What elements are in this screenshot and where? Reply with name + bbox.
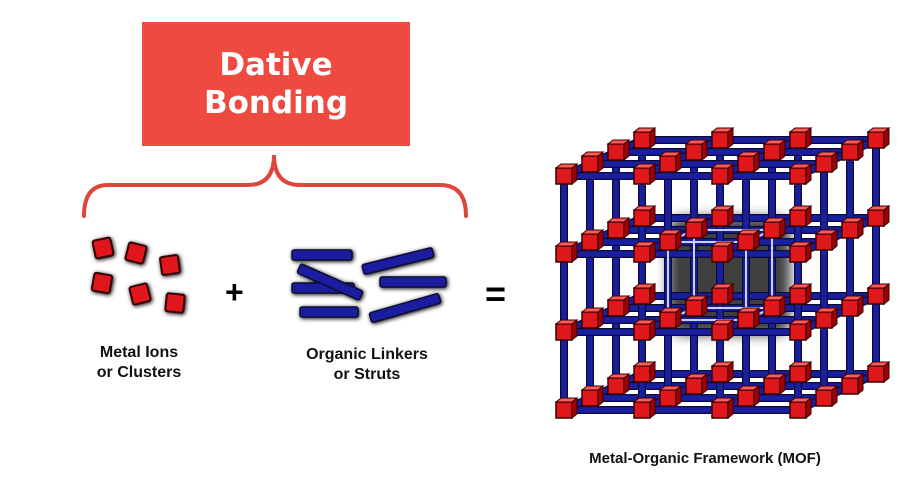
metal-node [840,216,865,240]
metal-node [710,396,735,420]
metal-node [580,228,605,252]
metal-node [762,294,787,318]
metal-node [788,360,813,384]
metal-node [606,138,631,162]
metal-node [632,204,657,228]
metal-node [710,282,735,306]
metal-node [632,126,657,150]
metal-node [814,228,839,252]
metal-node [554,396,579,420]
metal-node [788,282,813,306]
metal-node [658,228,683,252]
metal-node [684,216,709,240]
organic-linkers-label: Organic Linkers or Struts [306,346,428,383]
metal-node [632,240,657,264]
metal-node [580,384,605,408]
metal-node [632,396,657,420]
metal-node [710,318,735,342]
dative-bonding-title: Dative Bonding [203,47,349,121]
metal-node [554,318,579,342]
dative-bonding-brace [82,154,468,218]
metal-node [788,240,813,264]
metal-node [814,150,839,174]
metal-node [658,384,683,408]
metal-node [840,372,865,396]
metal-node [580,150,605,174]
metal-node [840,138,865,162]
metal-node [710,204,735,228]
metal-node [632,282,657,306]
plus-sign: + [225,274,244,310]
metal-node [710,240,735,264]
metal-node [710,162,735,186]
metal-node [658,306,683,330]
dative-bonding-box: Dative Bonding [142,22,410,146]
metal-node [736,306,761,330]
metal-node [632,360,657,384]
metal-node [710,126,735,150]
metal-node [710,360,735,384]
metal-node [866,282,891,306]
organic-linkers-icon [291,247,447,324]
metal-node [788,162,813,186]
metal-node [606,372,631,396]
metal-node [866,126,891,150]
metal-node [736,384,761,408]
metal-node [762,372,787,396]
metal-node [554,240,579,264]
equals-sign: = [485,273,507,314]
metal-node [632,318,657,342]
metal-node [788,396,813,420]
metal-node [736,150,761,174]
metal-node [736,228,761,252]
metal-node [658,150,683,174]
metal-node [788,318,813,342]
metal-node [762,138,787,162]
metal-node [580,306,605,330]
metal-node [606,216,631,240]
mof-lattice-icon [554,126,891,420]
metal-node [684,372,709,396]
metal-node [684,138,709,162]
metal-node [866,204,891,228]
metal-node [606,294,631,318]
metal-node [840,294,865,318]
metal-node [762,216,787,240]
metal-node [788,126,813,150]
metal-ions-label: Metal Ions or Clusters [96,344,182,381]
metal-node [684,294,709,318]
metal-node [866,360,891,384]
metal-node [632,162,657,186]
metal-node [814,384,839,408]
metal-node [814,306,839,330]
mof-label: Metal-Organic Framework (MOF) [589,450,821,467]
metal-node [554,162,579,186]
metal-node [788,204,813,228]
metal-ions-cluster-icon [90,236,186,314]
